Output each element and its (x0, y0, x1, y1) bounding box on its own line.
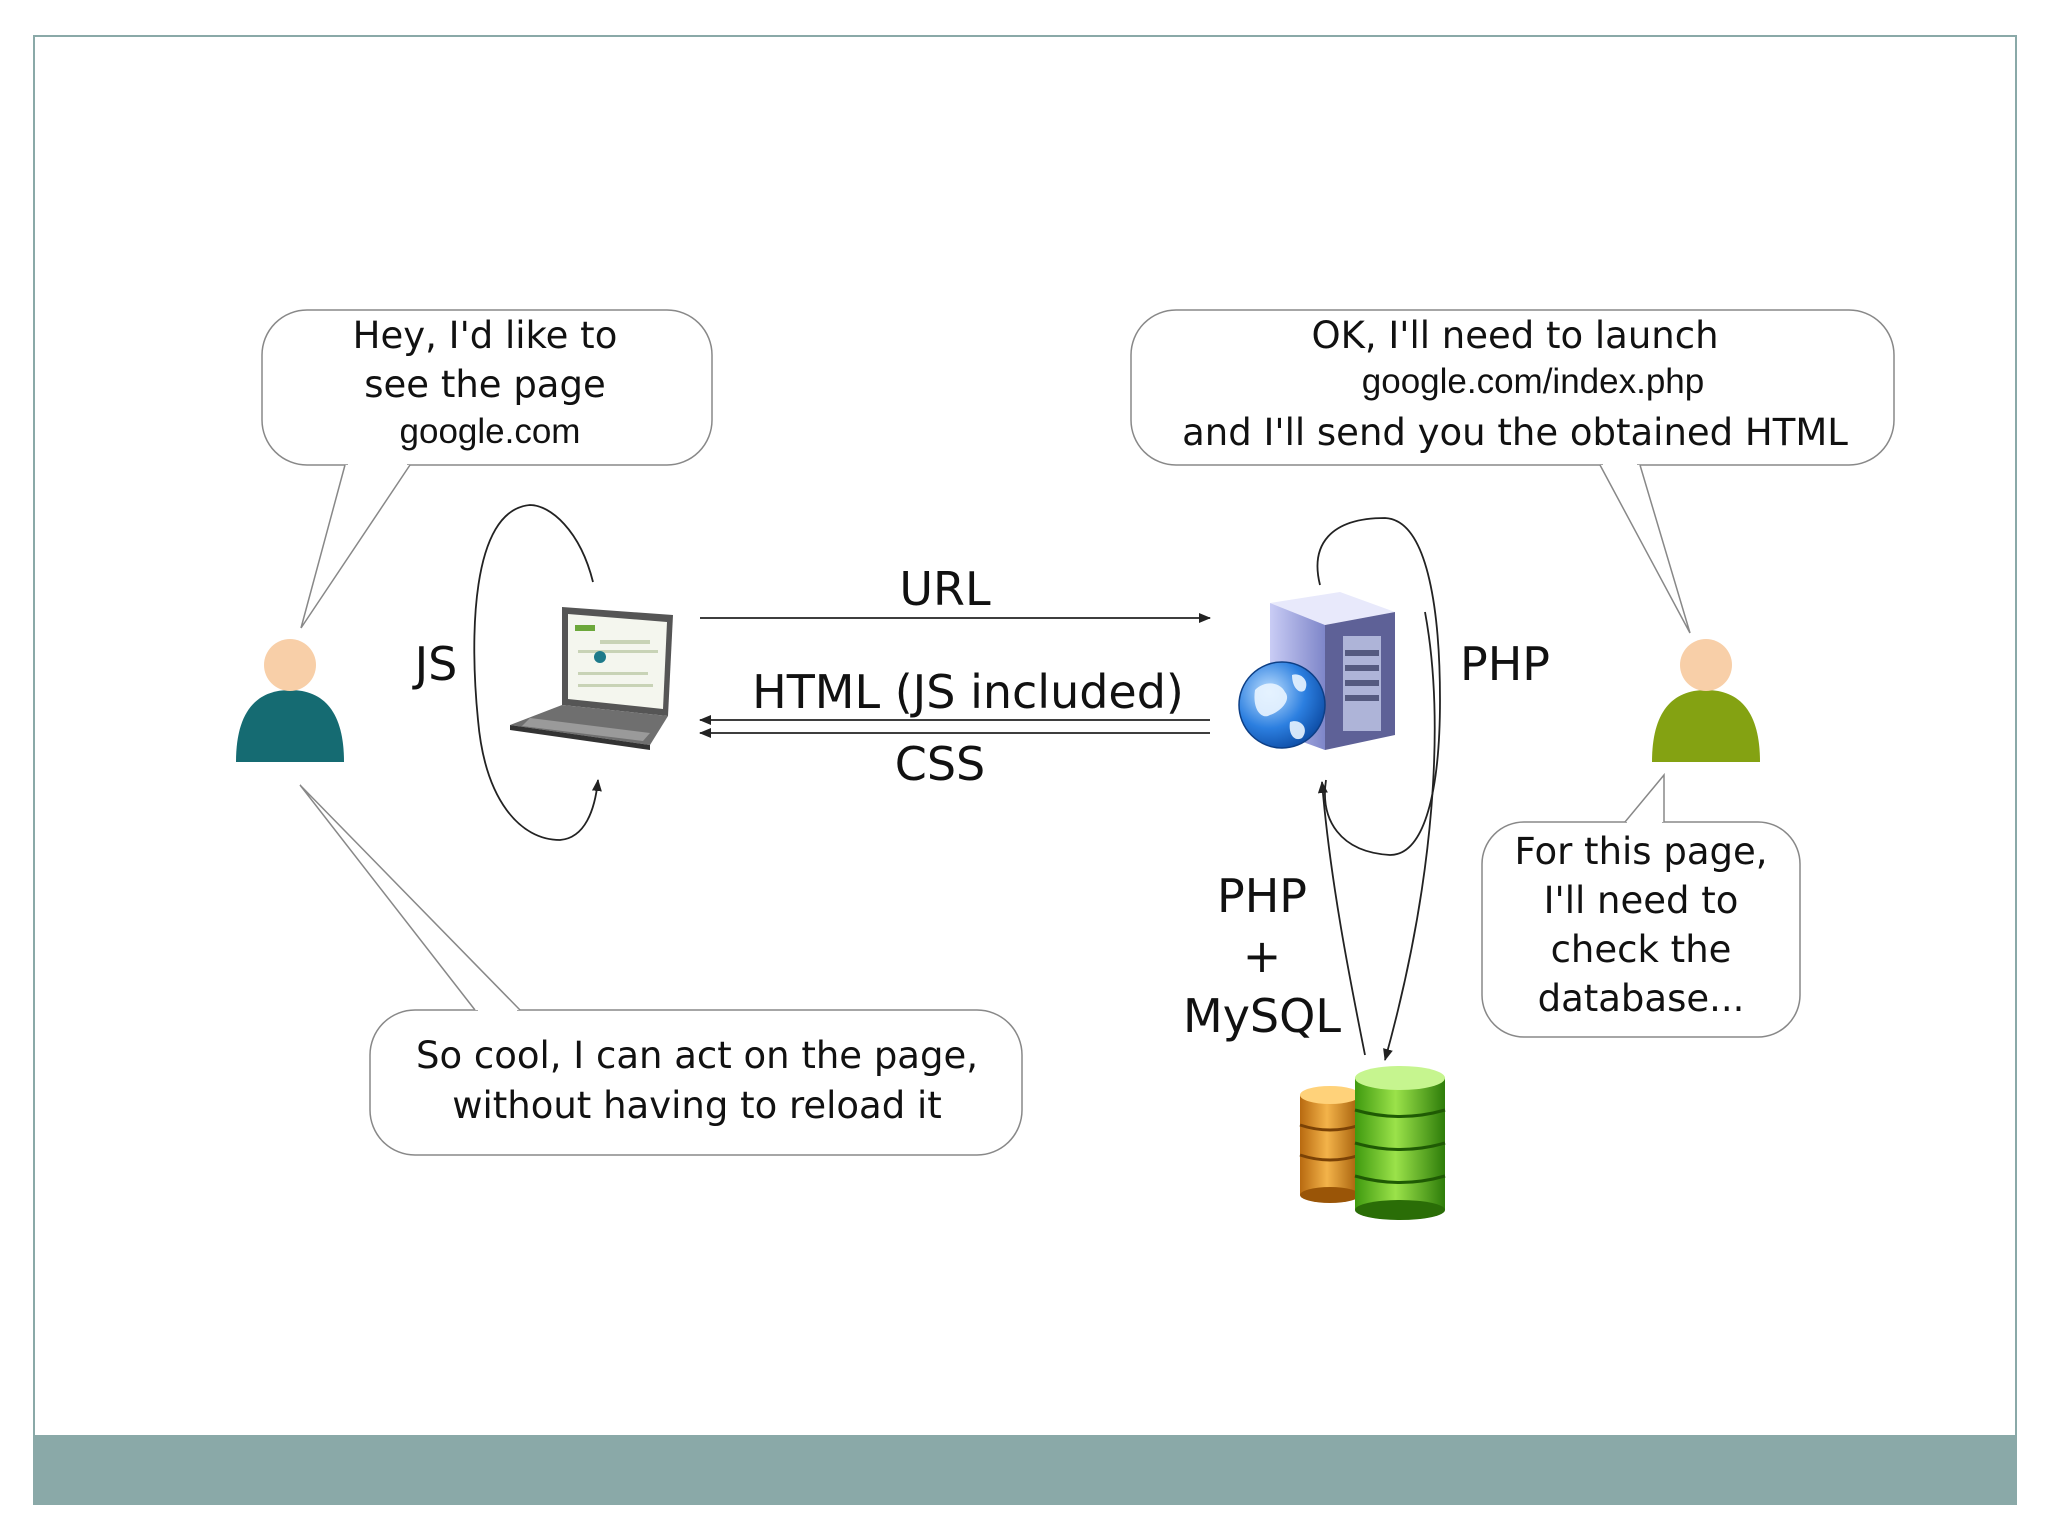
bubble-text-line: check the (1551, 928, 1732, 971)
user-icon (236, 639, 344, 762)
bubble-text-line: and I'll send you the obtained HTML (1182, 411, 1848, 454)
speech-bubble-server-reply: OK, I'll need to launch google.com/index… (1130, 309, 1895, 634)
bubble-text-line: So cool, I can act on the page, (416, 1034, 978, 1077)
php-mysql-label-mysql: MySQL (1183, 989, 1341, 1043)
laptop-icon (510, 607, 673, 750)
php-mysql-label-plus: + (1243, 929, 1282, 983)
bubble-text-line: database... (1538, 977, 1745, 1020)
speech-bubble-client-happy: So cool, I can act on the page, without … (299, 784, 1023, 1156)
html-label: HTML (JS included) (752, 665, 1184, 719)
url-label: URL (899, 562, 991, 616)
bubble-text-line: I'll need to (1544, 879, 1739, 922)
php-mysql-label-php: PHP (1217, 869, 1307, 923)
css-label: CSS (895, 737, 986, 791)
js-label: JS (412, 637, 458, 691)
bubble-text-line: OK, I'll need to launch (1311, 314, 1718, 357)
bubble-text-line: For this page, (1514, 830, 1767, 873)
bubble-url-text: google.com/index.php (1362, 362, 1704, 401)
user-icon (1652, 639, 1760, 762)
database-icon (1299, 1066, 1446, 1220)
speech-bubble-client-request: Hey, I'd like to see the page google.com (261, 309, 713, 629)
db-exchange-arrows: PHP + MySQL (1183, 611, 1436, 1061)
php-label: PHP (1460, 637, 1550, 691)
php-loop-arrow: PHP (1316, 517, 1550, 856)
bubble-text-line: without having to reload it (452, 1084, 942, 1127)
request-response-arrows: URL HTML (JS included) CSS (699, 562, 1211, 791)
slide-frame (33, 35, 2017, 1505)
speech-bubble-server-db: For this page, I'll need to check the da… (1481, 772, 1801, 1038)
bubble-url-text: google.com (400, 412, 581, 451)
js-loop-arrow: JS (412, 504, 602, 841)
footer-bar (33, 1435, 2017, 1505)
bubble-text-line: see the page (364, 363, 605, 406)
bubble-text-line: Hey, I'd like to (353, 314, 618, 357)
web-server-icon (1238, 592, 1395, 750)
